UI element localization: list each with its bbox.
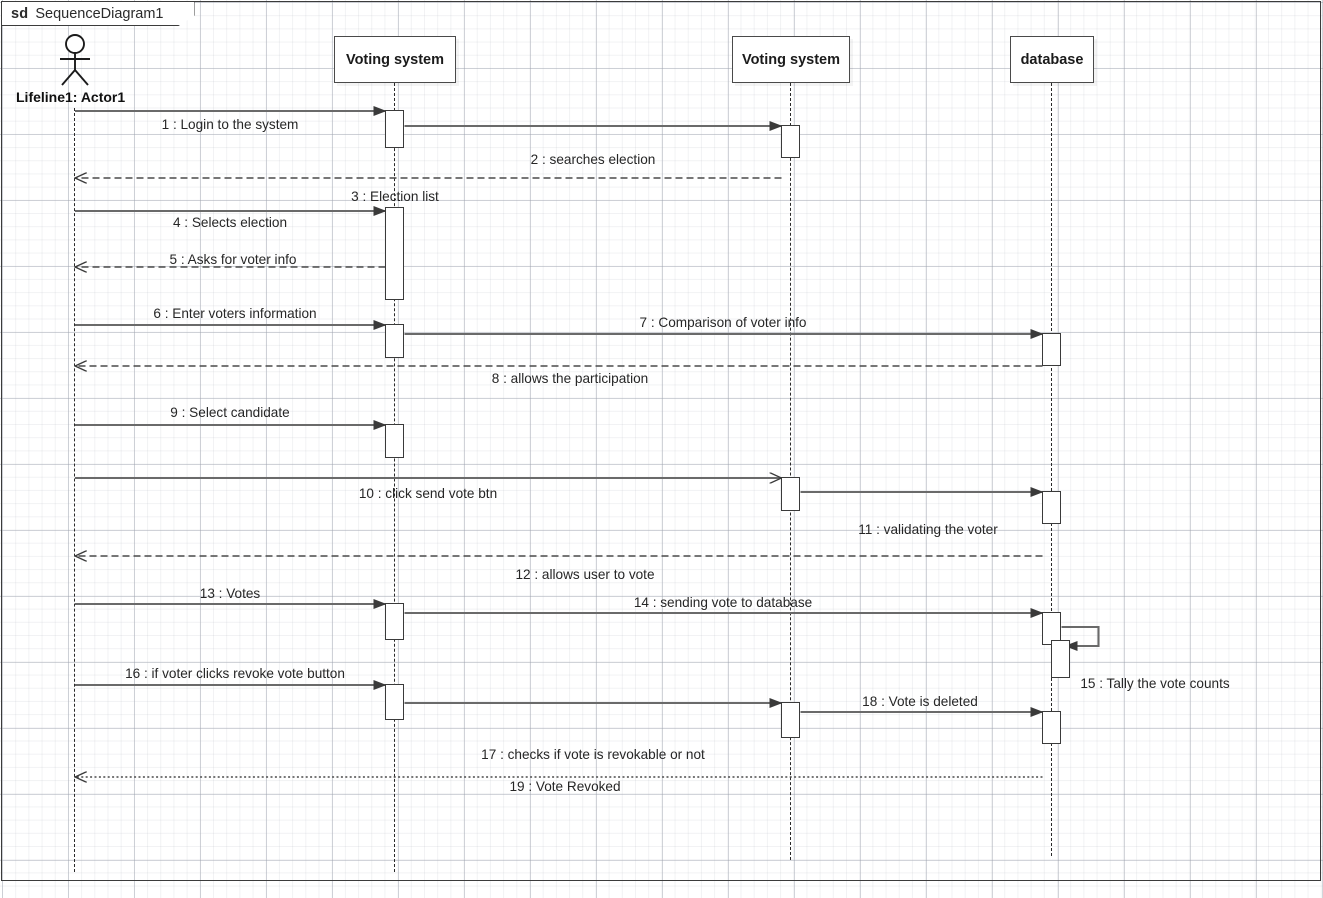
activation-bar-database[interactable] <box>1051 640 1070 678</box>
actor-right-leg-icon <box>74 69 89 86</box>
frame-keyword: sd <box>11 5 29 22</box>
actor-left-leg-icon <box>61 69 76 86</box>
message-label-17[interactable]: 17 : checks if vote is revokable or not <box>481 747 705 762</box>
activation-bar-vs1[interactable] <box>385 324 404 358</box>
lifeline-stem-vs2[interactable] <box>790 83 792 860</box>
message-label-19[interactable]: 19 : Vote Revoked <box>509 779 621 794</box>
message-label-11[interactable]: 11 : validating the voter <box>858 522 998 537</box>
activation-bar-vs1[interactable] <box>385 110 404 148</box>
message-label-10[interactable]: 10 : click send vote btn <box>358 486 498 501</box>
activation-bar-vs2[interactable] <box>781 477 800 511</box>
lifeline-head-voting-system-2[interactable]: Voting system <box>732 36 850 83</box>
message-label-2[interactable]: 2 : searches election <box>530 152 656 167</box>
lifeline-stem-actor[interactable] <box>74 108 76 872</box>
frame-name: SequenceDiagram1 <box>35 5 164 22</box>
lifeline-head-label: Voting system <box>741 51 841 68</box>
activation-bar-vs2[interactable] <box>781 125 800 158</box>
activation-bar-database[interactable] <box>1042 491 1061 524</box>
message-label-7[interactable]: 7 : Comparison of voter info <box>639 315 807 330</box>
activation-bar-vs1[interactable] <box>385 424 404 458</box>
activation-bar-vs1[interactable] <box>385 684 404 720</box>
lifeline-head-database[interactable]: database <box>1010 36 1094 83</box>
message-label-12[interactable]: 12 : allows user to vote <box>515 567 655 582</box>
activation-bar-vs1[interactable] <box>385 207 404 300</box>
message-label-18[interactable]: 18 : Vote is deleted <box>862 694 978 709</box>
lifeline-head-voting-system-1[interactable]: Voting system <box>334 36 456 83</box>
message-label-3[interactable]: 3 : Election list <box>351 189 439 204</box>
message-arrow-15[interactable] <box>1061 625 1100 651</box>
message-label-4[interactable]: 4 : Selects election <box>172 215 288 230</box>
message-label-5[interactable]: 5 : Asks for voter info <box>169 252 297 267</box>
activation-bar-database[interactable] <box>1042 711 1061 744</box>
activation-bar-database[interactable] <box>1042 333 1061 366</box>
message-label-14[interactable]: 14 : sending vote to database <box>633 595 813 610</box>
lifeline-head-label: Voting system <box>345 51 445 68</box>
message-label-1[interactable]: 1 : Login to the system <box>161 117 299 132</box>
actor-lifeline-label: Lifeline1: Actor1 <box>16 89 126 105</box>
lifeline-stem-database[interactable] <box>1051 83 1053 856</box>
message-label-8[interactable]: 8 : allows the participation <box>491 371 649 386</box>
message-label-16[interactable]: 16 : if voter clicks revoke vote button <box>125 666 345 681</box>
frame-label[interactable]: sd SequenceDiagram1 <box>1 1 195 26</box>
message-label-6[interactable]: 6 : Enter voters information <box>153 306 317 321</box>
lifeline-head-label: database <box>1020 51 1084 68</box>
actor-figure[interactable] <box>50 34 100 86</box>
message-label-13[interactable]: 13 : Votes <box>199 586 261 601</box>
message-label-9[interactable]: 9 : Select candidate <box>170 405 290 420</box>
activation-bar-vs1[interactable] <box>385 603 404 640</box>
activation-bar-vs2[interactable] <box>781 702 800 738</box>
message-label-15[interactable]: 15 : Tally the vote counts <box>1080 676 1230 691</box>
